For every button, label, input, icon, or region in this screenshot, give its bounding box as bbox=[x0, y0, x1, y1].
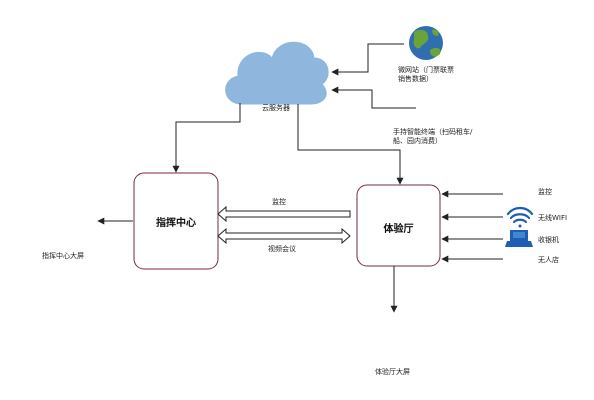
website-label: 微网站（门票联票销售数据） bbox=[398, 66, 454, 83]
hall-screen-label: 体验厅大屏 bbox=[375, 368, 410, 376]
handheld-label: 手持智能终端（扫码租车/船、园内消费） bbox=[393, 128, 473, 145]
wifi-icon bbox=[506, 206, 534, 228]
video-conf-arrow bbox=[217, 227, 351, 245]
input-label-wifi: 无线WIFI bbox=[538, 214, 568, 222]
command-screen-label: 指挥中心大屏 bbox=[42, 252, 84, 260]
cloud-to-command-arrow bbox=[172, 103, 241, 173]
monitor-link-label: 监控 bbox=[272, 198, 286, 206]
cash-register-icon bbox=[505, 230, 533, 247]
cloud-server-label: 云服务器 bbox=[262, 104, 290, 112]
command-center-title: 指挥中心 bbox=[156, 218, 196, 229]
cloud-server-icon bbox=[225, 41, 329, 105]
cloud-to-hall-arrow bbox=[297, 104, 404, 185]
inbound-arrow bbox=[331, 86, 416, 109]
website-arrow bbox=[331, 43, 404, 76]
globe-icon bbox=[409, 26, 443, 60]
monitor-link-arrow bbox=[217, 205, 351, 223]
video-conf-label: 视频会议 bbox=[268, 245, 296, 253]
input-label-store: 无人店 bbox=[538, 256, 559, 264]
input-label-register: 收银机 bbox=[538, 236, 559, 244]
experience-hall-title: 体验厅 bbox=[383, 224, 414, 235]
command-center-box bbox=[133, 172, 219, 270]
input-label-monitor: 监控 bbox=[538, 188, 552, 196]
experience-hall-box bbox=[356, 184, 441, 267]
